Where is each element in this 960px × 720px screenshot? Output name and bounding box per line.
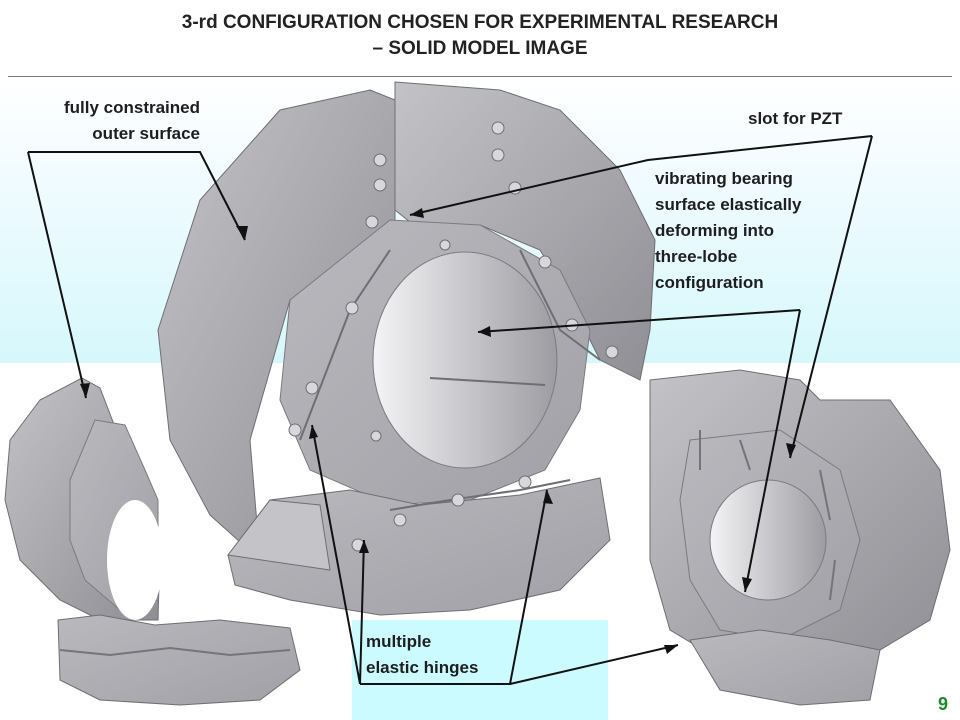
background-tint-bottom [352,620,608,720]
leader-slot [409,135,873,459]
label-vibrating-surface: vibrating bearing surface elastically de… [655,166,801,296]
label-hinges-line-2: elastic hinges [366,658,479,677]
left-bearing-model [4,377,301,706]
title-divider [8,76,952,77]
leader-outer-surface [27,151,246,399]
label-vibrating-line-5: configuration [655,273,764,292]
label-vibrating-line-1: vibrating bearing [655,169,793,188]
main-bearing-model [157,81,656,616]
title-line-2: – SOLID MODEL IMAGE [372,38,588,59]
leader-lines [27,135,873,685]
right-bearing-model [649,369,951,706]
leader-arrowheads [80,208,796,654]
label-hinges-line-1: multiple [366,632,432,651]
title-line-1: 3-rd CONFIGURATION CHOSEN FOR EXPERIMENT… [181,12,779,33]
label-vibrating-line-3: deforming into [655,221,774,240]
leader-vibrating [477,309,801,593]
label-outer-surface-line-1: fully constrained [63,98,200,117]
label-slot-for-pzt: slot for PZT [748,109,843,128]
slide-title: 3-rd CONFIGURATION CHOSEN FOR EXPERIMENT… [40,10,920,62]
label-elastic-hinges: multiple elastic hinges [366,629,478,681]
page-number: 9 [938,694,949,714]
leader-hinges [311,424,679,685]
label-outer-surface-line-2: outer surface [92,124,200,143]
label-outer-surface: fully constrained outer surface [20,95,200,147]
label-vibrating-line-4: three-lobe [655,247,738,266]
label-vibrating-line-2: surface elastically [655,195,802,214]
